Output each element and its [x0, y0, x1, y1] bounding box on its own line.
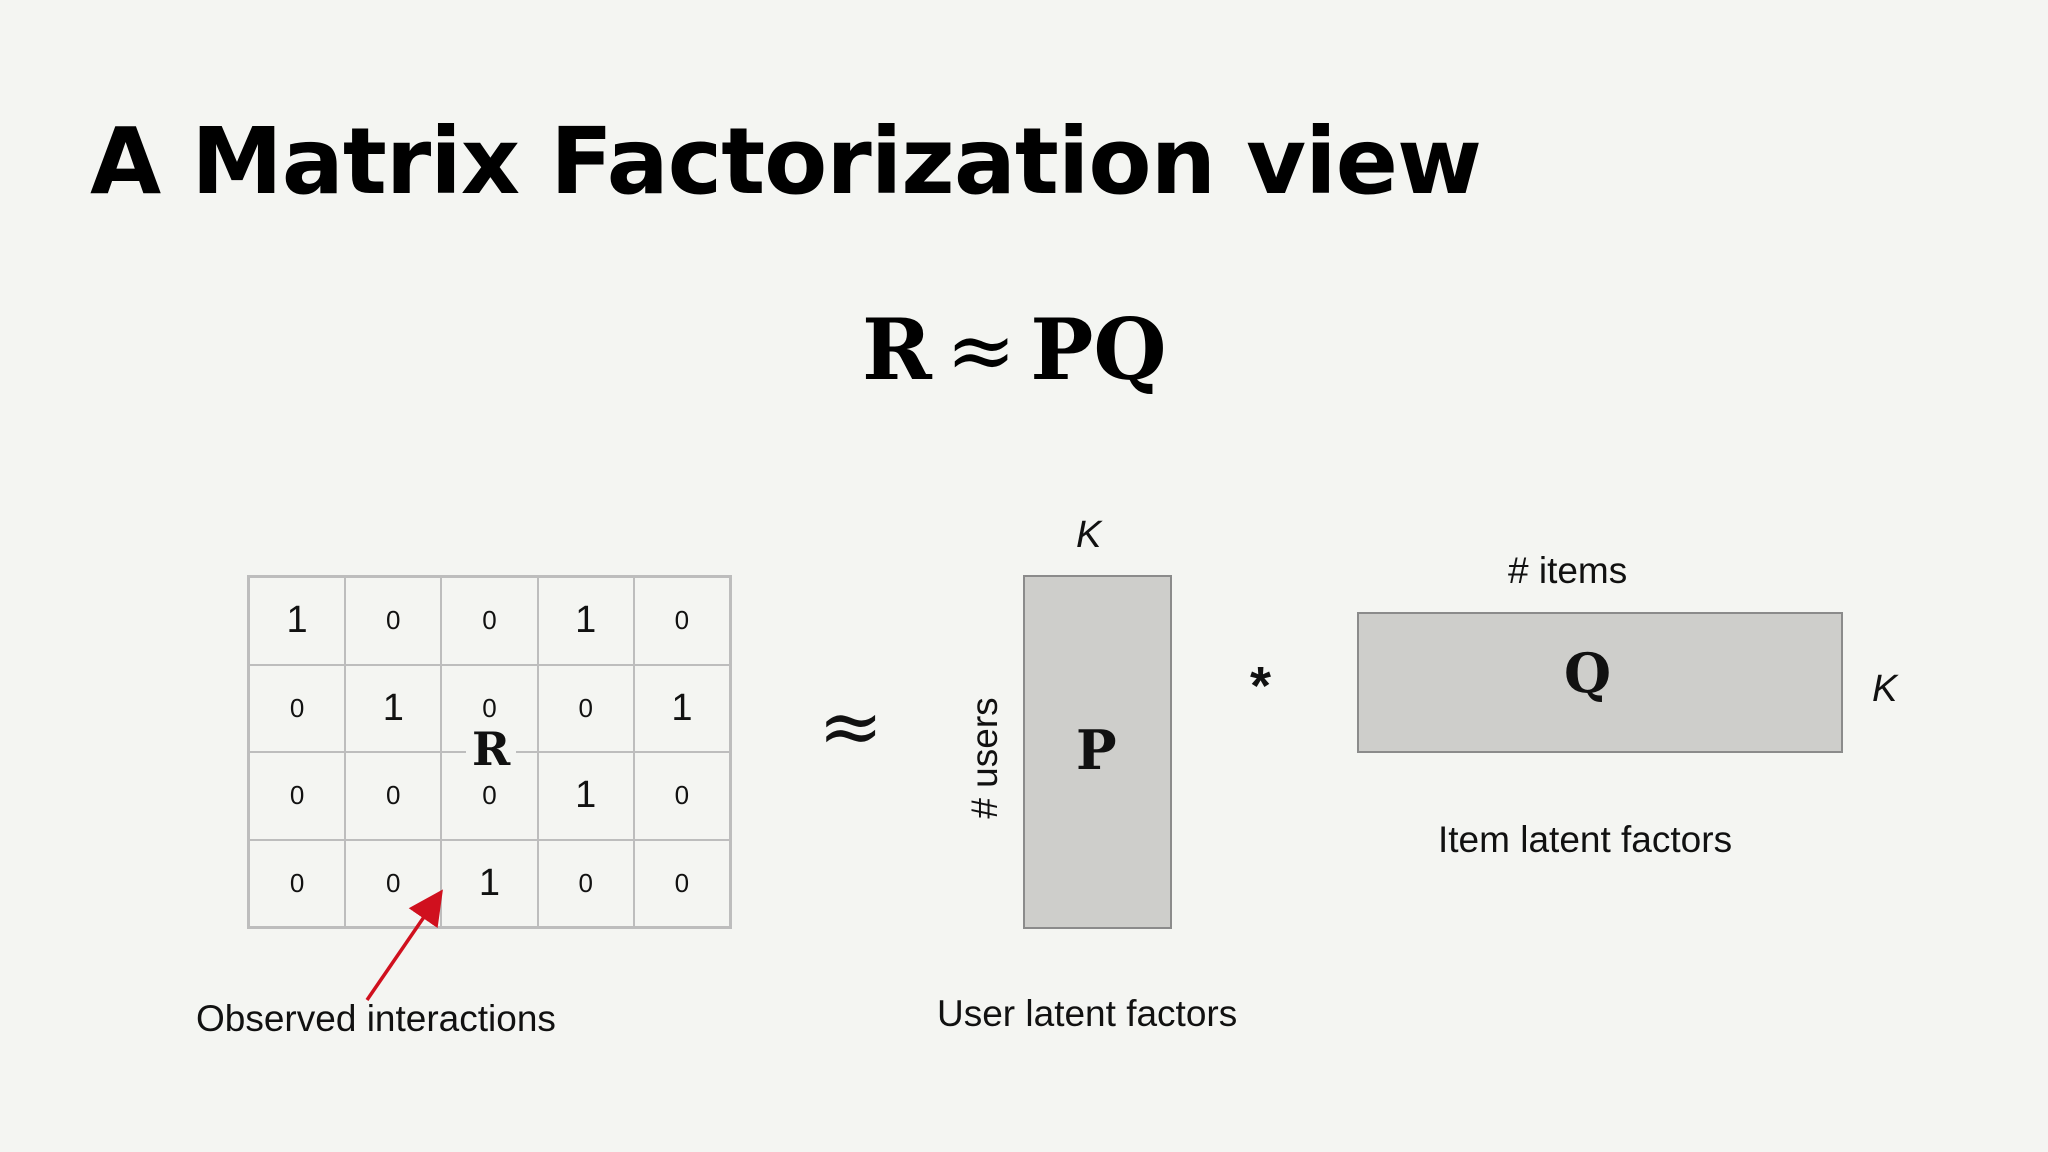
observed-arrow [365, 889, 443, 1001]
q-matrix-box [1357, 612, 1843, 753]
q-k-dimension-label: K [1872, 668, 1898, 710]
users-dimension-label: # users [964, 697, 1005, 819]
item-latent-factors-label: Item latent factors [1438, 819, 1733, 860]
matrix-cell: 1 [537, 577, 634, 665]
matrix-cell: 1 [633, 664, 730, 752]
approx-symbol: ≈ [818, 682, 884, 772]
equation: R≈PQ [862, 300, 1167, 399]
matrix-cell: 0 [249, 664, 346, 752]
matrix-cell: 0 [633, 577, 730, 665]
matrix-cell: 0 [249, 839, 346, 927]
observed-interactions-label: Observed interactions [196, 998, 556, 1039]
matrix-cell: 0 [441, 577, 538, 665]
matrix-cell: 1 [345, 664, 442, 752]
matrix-cell: 1 [537, 752, 634, 840]
matrix-cell: 0 [537, 664, 634, 752]
p-matrix-label: P [1076, 718, 1117, 782]
equation-approx-symbol: ≈ [945, 301, 1017, 399]
matrix-cell: 0 [633, 752, 730, 840]
matrix-cell: 0 [345, 752, 442, 840]
multiply-symbol: * [1250, 656, 1272, 716]
p-k-dimension-label: K [1076, 514, 1102, 556]
equation-left: R [862, 300, 932, 399]
items-dimension-label: # items [1508, 550, 1628, 591]
q-matrix-label: Q [1564, 641, 1612, 705]
slide-title: A Matrix Factorization view [90, 108, 1482, 215]
equation-right: PQ [1030, 300, 1167, 399]
matrix-cell: 0 [537, 839, 634, 927]
matrix-cell: 0 [345, 839, 442, 927]
r-matrix-label: R [466, 722, 517, 776]
matrix-cell: 1 [441, 839, 538, 927]
matrix-cell: 0 [249, 752, 346, 840]
matrix-cell: 1 [249, 577, 346, 665]
p-matrix-box [1023, 575, 1172, 929]
matrix-cell: 0 [633, 839, 730, 927]
user-latent-factors-label: User latent factors [937, 993, 1238, 1034]
matrix-cell: 0 [345, 577, 442, 665]
